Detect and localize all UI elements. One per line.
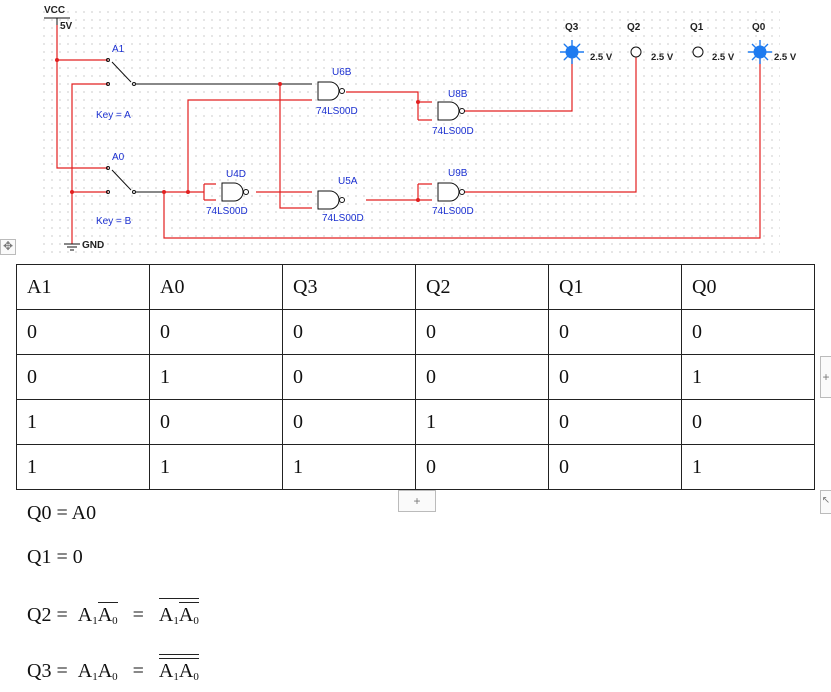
table-cell[interactable]: 1 xyxy=(149,354,283,400)
gate-u9b: U9B 74LS00D xyxy=(432,168,474,217)
table-cell[interactable]: 0 xyxy=(415,309,549,355)
add-row-button[interactable]: + xyxy=(398,490,436,512)
table-cell[interactable]: 0 xyxy=(149,309,283,355)
table-cell[interactable]: Q1 xyxy=(548,264,682,310)
vcc-value: 5V xyxy=(60,21,73,32)
table-cell[interactable]: Q0 xyxy=(681,264,815,310)
table-cell[interactable]: 0 xyxy=(16,354,150,400)
table-cell[interactable]: 0 xyxy=(282,309,416,355)
probe-q3: Q3 2.5 V xyxy=(560,22,613,64)
table-cell[interactable]: 0 xyxy=(681,399,815,445)
gate-u6b: U6B 74LS00D xyxy=(316,67,358,117)
q2-term-a1: A1 xyxy=(77,604,98,627)
gnd-label: GND xyxy=(82,240,104,251)
probe-q1: Q1 2.5 V xyxy=(690,22,735,63)
table-cell[interactable]: 1 xyxy=(681,354,815,400)
q2-term-a0-bar: A0 xyxy=(97,602,118,627)
svg-text:U9B: U9B xyxy=(448,168,468,179)
table-cell[interactable]: 0 xyxy=(548,309,682,355)
svg-text:U6B: U6B xyxy=(332,67,352,78)
svg-text:2.5 V: 2.5 V xyxy=(712,52,735,63)
svg-text:74LS00D: 74LS00D xyxy=(432,126,474,137)
svg-text:U8B: U8B xyxy=(448,89,468,100)
table-header-row: A1 A0 Q3 Q2 Q1 Q0 xyxy=(16,264,815,310)
gate-u8b: U8B 74LS00D xyxy=(432,89,474,137)
table-row: 1 1 1 0 0 1 xyxy=(16,444,815,490)
table-cell[interactable]: 1 xyxy=(16,399,150,445)
table-cell[interactable]: 0 xyxy=(415,354,549,400)
svg-text:Q2: Q2 xyxy=(627,22,641,33)
table-cell[interactable]: 1 xyxy=(681,444,815,490)
svg-text:2.5 V: 2.5 V xyxy=(774,52,797,63)
table-cell[interactable]: 0 xyxy=(548,399,682,445)
truth-table: A1 A0 Q3 Q2 Q1 Q0 0 0 0 0 0 0 0 1 0 0 0 … xyxy=(16,264,815,490)
table-cell[interactable]: 0 xyxy=(548,444,682,490)
table-cell[interactable]: A1 xyxy=(16,264,150,310)
gate-u5a: U5A 74LS00D xyxy=(317,176,364,224)
vcc-label: VCC xyxy=(44,5,65,16)
table-cell[interactable]: 1 xyxy=(282,444,416,490)
q3-nand-form: A1A0 xyxy=(158,654,199,683)
table-row: 0 0 0 0 0 0 xyxy=(16,309,815,355)
q3-term: A1A0 xyxy=(77,660,118,683)
svg-text:U5A: U5A xyxy=(338,176,358,187)
resize-icon[interactable]: ↖ xyxy=(820,490,831,514)
probe-q0: Q0 2.5 V xyxy=(748,22,797,64)
q2-nand-form: A1A0 xyxy=(158,598,199,627)
table-cell[interactable]: 0 xyxy=(282,354,416,400)
add-column-button[interactable]: + xyxy=(820,356,831,398)
gate-u4d: U4D 74LS00D xyxy=(206,169,249,217)
equation-q1: Q1 = 0 xyxy=(27,546,83,568)
table-cell[interactable]: 1 xyxy=(149,444,283,490)
move-icon[interactable]: ✥ xyxy=(0,239,16,255)
svg-text:74LS00D: 74LS00D xyxy=(432,206,474,217)
equation-q2: Q2 = A1A0 = A1A0 xyxy=(27,598,199,627)
table-cell[interactable]: A0 xyxy=(149,264,283,310)
table-cell[interactable]: Q2 xyxy=(415,264,549,310)
table-cell[interactable]: 0 xyxy=(415,444,549,490)
switch-a0-key: Key = B xyxy=(96,216,132,227)
svg-text:74LS00D: 74LS00D xyxy=(322,213,364,224)
table-cell[interactable]: 0 xyxy=(681,309,815,355)
table-cell[interactable]: 1 xyxy=(16,444,150,490)
svg-text:74LS00D: 74LS00D xyxy=(316,106,358,117)
table-row: 0 1 0 0 0 1 xyxy=(16,354,815,400)
switch-a1-label: A1 xyxy=(112,44,125,55)
switch-a1-key: Key = A xyxy=(96,110,131,121)
equation-q3: Q3 = A1A0 = A1A0 xyxy=(27,654,199,683)
table-cell[interactable]: 1 xyxy=(415,399,549,445)
table-cell[interactable]: Q3 xyxy=(282,264,416,310)
table-row: 1 0 0 1 0 0 xyxy=(16,399,815,445)
table-cell[interactable]: 0 xyxy=(16,309,150,355)
svg-text:2.5 V: 2.5 V xyxy=(590,52,613,63)
circuit-diagram: VCC 5V A1 Key = A A0 Key = B GND U6B 74L… xyxy=(40,5,797,256)
svg-text:Q0: Q0 xyxy=(752,22,766,33)
svg-text:U4D: U4D xyxy=(226,169,246,180)
table-cell[interactable]: 0 xyxy=(282,399,416,445)
switch-a0-label: A0 xyxy=(112,152,125,163)
svg-text:Q3: Q3 xyxy=(565,22,579,33)
table-cell[interactable]: 0 xyxy=(149,399,283,445)
svg-text:2.5 V: 2.5 V xyxy=(651,52,674,63)
equation-q0: Q0 = A0 xyxy=(27,502,97,524)
svg-text:74LS00D: 74LS00D xyxy=(206,206,248,217)
svg-text:Q1: Q1 xyxy=(690,22,704,33)
probe-q2: Q2 2.5 V xyxy=(627,22,674,63)
table-cell[interactable]: 0 xyxy=(548,354,682,400)
